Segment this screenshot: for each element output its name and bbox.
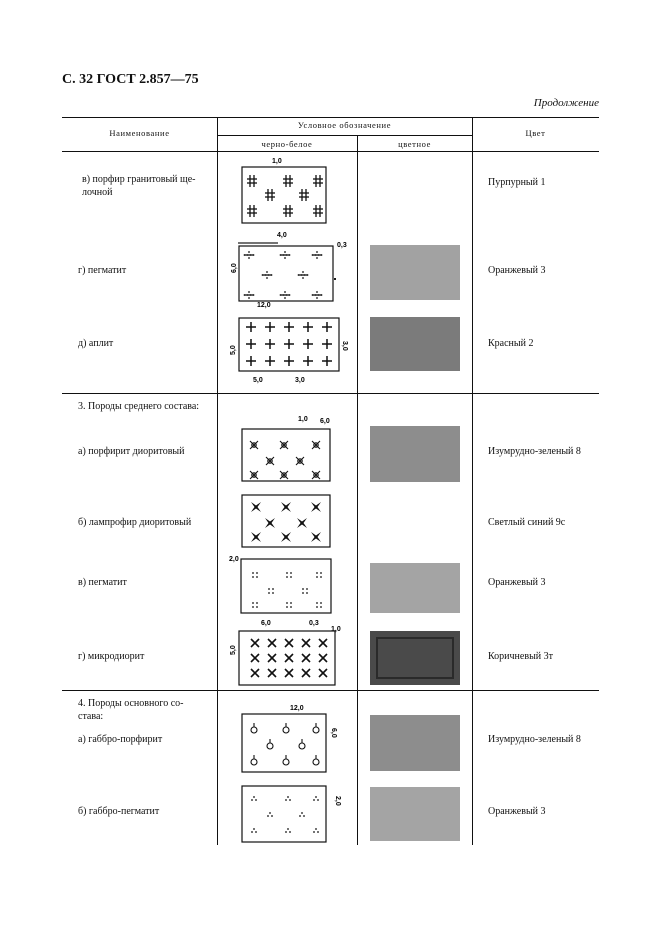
col-divider-1 — [217, 117, 218, 845]
dim-label: 3,0 — [341, 341, 348, 351]
dim-label: 6,0 — [261, 620, 271, 627]
dotted-marks — [252, 572, 322, 608]
row-name-porphyry-granitic: в) порфир гранитовый ще- лочной — [82, 174, 196, 198]
dim-label: 5,0 — [253, 377, 263, 384]
row-name-gabbro-pegmatite: б) габбро-пегматит — [78, 806, 160, 817]
standard-table: Наименование Условное обозначение черно-… — [62, 117, 599, 845]
symbol-porphyrite-dioritic: 1,0 6,0 — [241, 416, 331, 482]
dim-label: 6,0 — [330, 728, 337, 738]
page-header: С. 32 ГОСТ 2.857—75 — [62, 72, 199, 87]
filled-star-marks — [251, 502, 321, 542]
dim-label: 12,0 — [257, 302, 271, 309]
dim-label: 1,0 — [298, 416, 308, 423]
open-star-marks — [249, 440, 321, 480]
row-name-lamprophyre: б) лампрофир диоритовый — [78, 517, 192, 528]
dim-label: 5,0 — [230, 345, 237, 355]
dim-label: 6,0 — [320, 418, 330, 425]
table-top-rule — [62, 117, 599, 118]
color-aplite: Красный 2 — [488, 338, 534, 349]
section-title-intermediate: 3. Породы среднего состава: — [78, 401, 200, 412]
dim-label: 1,0 — [331, 626, 341, 633]
symbol-gabbro-pegmatite: 2,0 — [241, 785, 341, 843]
dotted-corner-marks — [238, 242, 336, 299]
dotted-marks — [251, 796, 319, 833]
swatch-gabbro-porphyrite — [370, 715, 460, 771]
row-name-pegmatite: г) пегматит — [78, 265, 127, 276]
header-name: Наименование — [109, 128, 170, 138]
header-bw: черно-белое — [261, 139, 313, 149]
dim-label: 2,0 — [229, 556, 239, 563]
dim-label: 3,0 — [295, 377, 305, 384]
swatch-porphyrite-dioritic — [370, 426, 460, 482]
dim-label: 1,0 — [272, 158, 282, 165]
color-gabbro-porphyrite: Изумрудно-зеленый 8 — [488, 734, 581, 745]
symbol-pegmatite: 4,0 0,3 6,0 12,0 — [231, 232, 347, 309]
col-divider-3 — [472, 117, 473, 845]
dim-label: 2,0 — [334, 796, 341, 806]
color-pegmatite-2: Оранжевый 3 — [488, 577, 546, 588]
row-name-aplite: д) аплит — [78, 338, 114, 349]
symbol-porphyry-granitic: 1,0 — [241, 158, 327, 224]
row-name-gabbro-porphyrite: а) габбро-порфирит — [78, 734, 163, 745]
color-microdiorite: Коричневый 3т — [488, 651, 554, 662]
microdiorite-inner-frame — [376, 637, 454, 679]
dim-label: 5,0 — [230, 645, 237, 655]
row-name-pegmatite-2: в) пегматит — [78, 577, 127, 588]
circle-marks — [250, 723, 320, 766]
section-rule-3 — [62, 393, 599, 394]
section-title-basic: 4. Породы основного со- става: — [78, 698, 184, 722]
header-color: Цвет — [525, 128, 546, 138]
plus-marks — [246, 322, 332, 366]
swatch-aplite — [370, 317, 460, 371]
header-subrule — [217, 135, 472, 136]
swatch-pegmatite — [370, 245, 460, 300]
symbol-lamprophyre — [241, 494, 331, 548]
color-gabbro-pegmatite: Оранжевый 3 — [488, 806, 546, 817]
symbol-aplite: 5,0 3,0 5,0 3,0 — [230, 317, 348, 384]
symbol-microdiorite: 6,0 0,3 1,0 5,0 — [230, 620, 341, 686]
x-marks — [250, 638, 328, 678]
color-porphyrite-dioritic: Изумрудно-зеленый 8 — [488, 446, 581, 457]
cross-hash-marks — [247, 175, 323, 217]
dim-label: 0,3 — [309, 620, 319, 627]
row-name-porphyrite-dioritic: а) порфирит диоритовый — [78, 446, 185, 457]
color-pegmatite: Оранжевый 3 — [488, 265, 546, 276]
section-rule-4 — [62, 690, 599, 691]
col-divider-2 — [357, 135, 358, 845]
row-name-microdiorite: г) микродиорит — [78, 651, 145, 662]
dim-label: 12,0 — [290, 705, 304, 712]
color-lamprophyre: Светлый синий 9с — [488, 517, 566, 528]
swatch-pegmatite-2 — [370, 563, 460, 613]
header-colored: цветное — [398, 139, 431, 149]
dim-label: 6,0 — [231, 263, 238, 273]
swatch-gabbro-pegmatite — [370, 787, 460, 841]
swatch-microdiorite — [370, 631, 460, 685]
color-porphyry-granitic: Пурпурный 1 — [488, 177, 546, 188]
continuation-label: Продолжение — [533, 97, 599, 109]
symbol-pegmatite-2: 2,0 — [229, 556, 332, 614]
symbol-gabbro-porphyrite: 12,0 6,0 — [241, 705, 337, 773]
header-bottom-rule — [62, 151, 599, 152]
dim-label: 0,3 — [337, 242, 347, 249]
header-symbol: Условное обозначение — [297, 120, 392, 130]
dim-label: 4,0 — [277, 232, 287, 239]
